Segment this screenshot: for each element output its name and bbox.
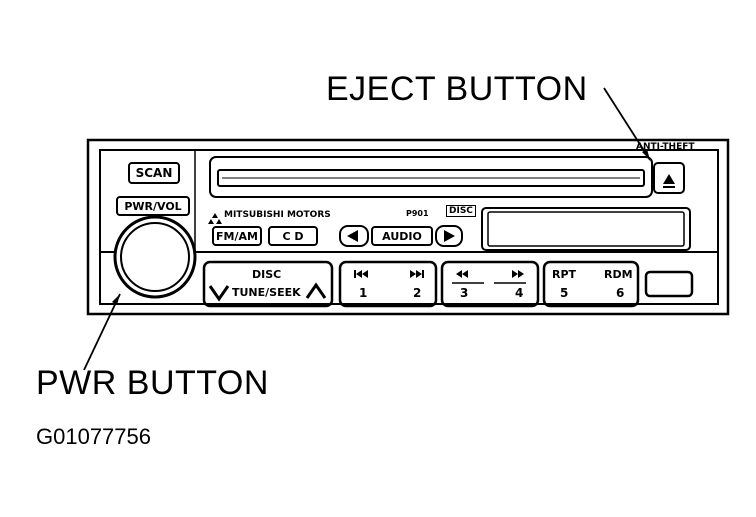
rewind-icon xyxy=(452,270,484,284)
tune-seek-label: TUNE/SEEK xyxy=(232,286,301,299)
model-label: P901 xyxy=(406,209,429,218)
eject-button-callout: EJECT BUTTON xyxy=(326,70,588,108)
preset-panel-3-4 xyxy=(440,260,540,308)
preset-3-label: 3 xyxy=(460,286,469,300)
preset-2-label: 2 xyxy=(413,286,422,300)
preset-1-label: 1 xyxy=(359,286,368,300)
display-frame xyxy=(481,207,691,251)
audio-right-button xyxy=(435,225,463,247)
pwr-leader-arrow xyxy=(112,294,120,305)
blank-button xyxy=(644,270,694,298)
pwr-leader-line xyxy=(83,293,121,371)
next-track-icon xyxy=(410,270,424,278)
prev-track-icon xyxy=(354,270,368,278)
pwr-vol-button[interactable]: PWR/VOL xyxy=(116,196,190,216)
fast-forward-icon xyxy=(494,270,526,284)
tune-seek-panel xyxy=(202,260,334,308)
left-arrow-icon xyxy=(347,230,358,242)
eject-icon xyxy=(663,174,675,184)
preset-4-label: 4 xyxy=(515,286,524,300)
preset-6-label: 6 xyxy=(616,286,625,300)
eject-icon-bar xyxy=(663,186,675,188)
scan-button[interactable]: SCAN xyxy=(128,162,180,184)
pwr-button-callout: PWR BUTTON xyxy=(36,364,269,402)
anti-theft-label: ANTI-THEFT xyxy=(636,142,695,152)
cd-slot xyxy=(217,169,645,187)
right-arrow-icon xyxy=(444,230,455,242)
preset-5-label: 5 xyxy=(560,286,569,300)
preset-panel-5-6 xyxy=(542,260,640,308)
audio-button[interactable]: AUDIO xyxy=(371,226,433,246)
preset-panel-1-2 xyxy=(338,260,438,308)
cd-button[interactable]: C D xyxy=(268,226,318,246)
pwr-volume-knob xyxy=(113,215,197,299)
cd-logo-icon: DISC xyxy=(446,205,476,217)
mitsubishi-logo-icon xyxy=(208,213,222,224)
eject-leader-arrow xyxy=(642,149,650,160)
figure-id: G01077756 xyxy=(36,424,151,449)
rdm-label: RDM xyxy=(604,268,633,281)
tune-up-chevron-icon xyxy=(305,282,327,299)
eject-leader-line xyxy=(603,87,651,161)
radio-outer-frame xyxy=(86,138,730,316)
audio-left-button xyxy=(339,225,369,247)
fm-am-button[interactable]: FM/AM xyxy=(212,226,262,246)
tune-down-chevron-icon xyxy=(208,285,230,302)
brand-label: MITSUBISHI MOTORS xyxy=(224,210,331,220)
display-screen xyxy=(487,211,685,247)
rpt-label: RPT xyxy=(552,268,577,281)
pwr-volume-knob-inner xyxy=(120,222,190,292)
cd-slot-frame xyxy=(209,156,653,198)
disc-label: DISC xyxy=(252,268,282,281)
